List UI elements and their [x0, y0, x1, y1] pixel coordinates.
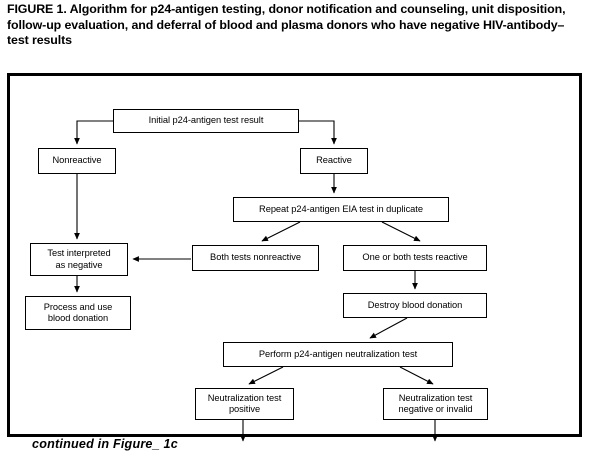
node-process-and-use-donation: Process and use blood donation [25, 296, 131, 330]
node-both-tests-nonreactive: Both tests nonreactive [192, 245, 319, 271]
node-perform-neutralization-test: Perform p24-antigen neutralization test [223, 342, 453, 367]
node-neutralization-positive: Neutralization test positive [195, 388, 294, 420]
node-label: Reactive [316, 155, 352, 166]
node-label: Nonreactive [52, 155, 102, 166]
node-repeat-eia-duplicate: Repeat p24-antigen EIA test in duplicate [233, 197, 449, 222]
node-label: Perform p24-antigen neutralization test [258, 348, 418, 359]
node-label: Process and use blood donation [43, 301, 113, 324]
node-initial-test: Initial p24-antigen test result [113, 109, 299, 133]
node-label: Initial p24-antigen test result [148, 115, 264, 126]
node-reactive: Reactive [300, 148, 368, 174]
node-neutralization-negative-invalid: Neutralization test negative or invalid [383, 388, 488, 420]
node-label: Repeat p24-antigen EIA test in duplicate [259, 203, 423, 214]
node-label: Destroy blood donation [367, 299, 463, 310]
node-label: Neutralization test negative or invalid [398, 392, 473, 415]
continued-note: continued in Figure_ 1c [32, 437, 178, 451]
node-label: Neutralization test positive [207, 392, 282, 415]
node-label: Test interpreted as negative [47, 248, 111, 270]
node-nonreactive: Nonreactive [38, 148, 116, 174]
figure-caption: FIGURE 1. Algorithm for p24-antigen test… [7, 2, 569, 47]
node-label: Both tests nonreactive [210, 252, 301, 263]
node-label: One or both tests reactive [362, 252, 468, 263]
node-destroy-blood-donation: Destroy blood donation [343, 293, 487, 318]
node-one-or-both-tests-reactive: One or both tests reactive [343, 245, 487, 271]
node-test-interpreted-negative: Test interpreted as negative [30, 243, 128, 276]
